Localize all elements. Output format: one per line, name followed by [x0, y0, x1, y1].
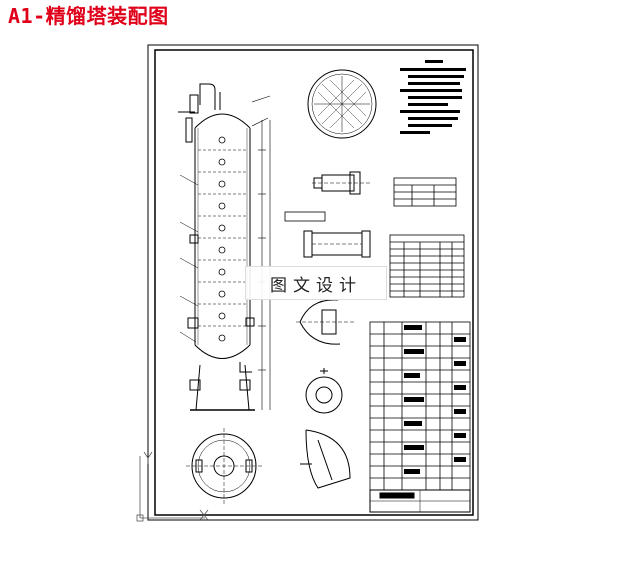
exchanger-detail: [303, 230, 371, 258]
ucs-axis-icon: [136, 451, 209, 522]
column-manholes: [218, 136, 226, 342]
manhole-detail: [296, 299, 356, 345]
parts-list: [369, 321, 471, 491]
tray-plan-hatch: [317, 79, 367, 129]
title-block: [369, 489, 471, 513]
nozzle-table: [389, 234, 465, 298]
dimension-chain: [251, 95, 271, 410]
tray-plan-view: [307, 69, 377, 139]
page-title: A1-精馏塔装配图: [8, 4, 169, 28]
parts-list-fill: [404, 325, 466, 474]
design-data-table: [393, 177, 457, 207]
label-box: [284, 211, 326, 222]
watermark-badge: 图文设计: [245, 266, 387, 300]
watermark-text: 图文设计: [270, 275, 362, 296]
nozzle-detail: [312, 171, 372, 195]
technical-notes: [400, 60, 466, 134]
support-detail: [300, 429, 351, 489]
distillation-column-elevation: [178, 83, 255, 411]
sheet-border: [147, 44, 479, 521]
column-plan-view: [186, 428, 262, 504]
flange-detail: [305, 368, 343, 414]
leader-lines: [179, 174, 199, 343]
column-trays: [198, 149, 247, 327]
